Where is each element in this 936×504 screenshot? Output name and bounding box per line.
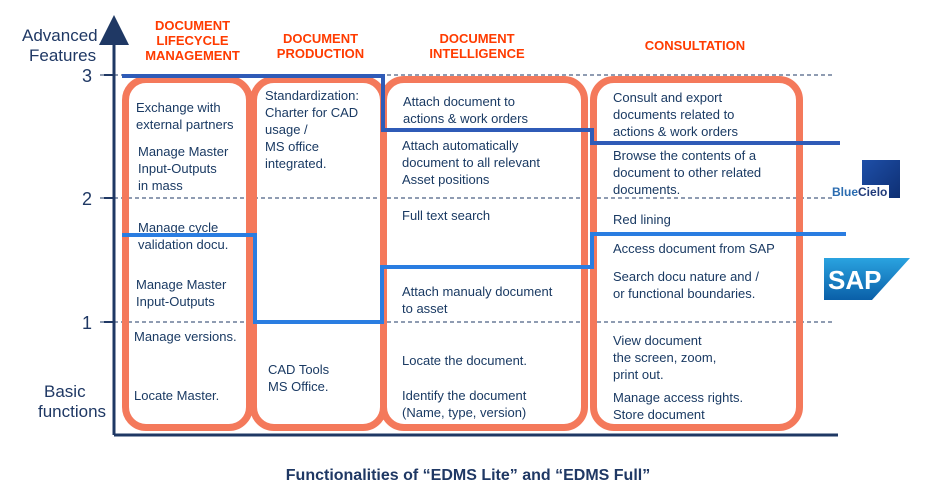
consultation-item-access-sap: Access document from SAP xyxy=(613,241,775,256)
bluecielo-logo-text: BlueCielo xyxy=(832,185,890,199)
consultation-item-view: View document the screen, zoom, print ou… xyxy=(613,333,717,382)
lifecycle-item-master: Manage Master Input-Outputs xyxy=(136,277,227,309)
lifecycle-item-exchange: Exchange with external partners xyxy=(136,100,234,132)
y-axis-top-label: Advanced Features xyxy=(22,26,98,65)
consultation-item-access-rights: Manage access rights. Store document xyxy=(613,390,744,422)
intelligence-item-identify: Identify the document (Name, type, versi… xyxy=(402,388,527,420)
column-lifecycle xyxy=(122,76,253,431)
intelligence-item-attach-auto: Attach automatically document to all rel… xyxy=(402,138,541,187)
figure-caption: Functionalities of “EDMS Lite” and “EDMS… xyxy=(285,467,651,484)
header-document-production: DOCUMENT PRODUCTION xyxy=(276,31,365,61)
header-document-lifecycle-management: DOCUMENT LIFECYCLE MANAGEMENT xyxy=(145,18,240,63)
edms-lite-boundary-line xyxy=(122,232,846,324)
consultation-item-browse: Browse the contents of a document to oth… xyxy=(613,148,762,197)
intelligence-item-locate: Locate the document. xyxy=(402,353,528,368)
edms-full-boundary-line xyxy=(122,74,840,145)
production-item-cad-tools: CAD Tools MS Office. xyxy=(268,362,330,394)
intelligence-item-full-text: Full text search xyxy=(402,208,491,223)
header-document-intelligence: DOCUMENT INTELLIGENCE xyxy=(429,31,525,61)
tick-2: 2 xyxy=(82,189,93,209)
sap-logo: SAP xyxy=(824,258,910,300)
tick-1: 1 xyxy=(82,313,93,333)
production-item-standardization: Standardization: Charter for CAD usage /… xyxy=(265,88,359,171)
y-axis-bottom-label: Basic functions xyxy=(38,382,107,421)
sap-logo-text: SAP xyxy=(828,265,881,295)
lifecycle-item-validation: Manage cycle validation docu. xyxy=(138,220,229,252)
lifecycle-item-locate-master: Locate Master. xyxy=(134,388,220,403)
header-consultation: CONSULTATION xyxy=(644,38,746,53)
column-intelligence xyxy=(380,76,588,431)
bluecielo-logo: BlueCielo xyxy=(832,160,902,204)
intelligence-item-attach-manual: Attach manualy document to asset xyxy=(402,284,553,316)
consultation-item-search: Search docu nature and / or functional b… xyxy=(613,269,759,301)
lifecycle-item-master-mass: Manage Master Input-Outputs in mass xyxy=(138,144,229,193)
intelligence-item-attach-actions: Attach document to actions & work orders xyxy=(403,94,528,126)
lifecycle-item-versions: Manage versions. xyxy=(134,329,237,344)
consultation-item-consult-export: Consult and export documents related to … xyxy=(613,90,738,139)
consultation-item-red-lining: Red lining xyxy=(613,212,671,227)
tick-3: 3 xyxy=(82,66,93,86)
